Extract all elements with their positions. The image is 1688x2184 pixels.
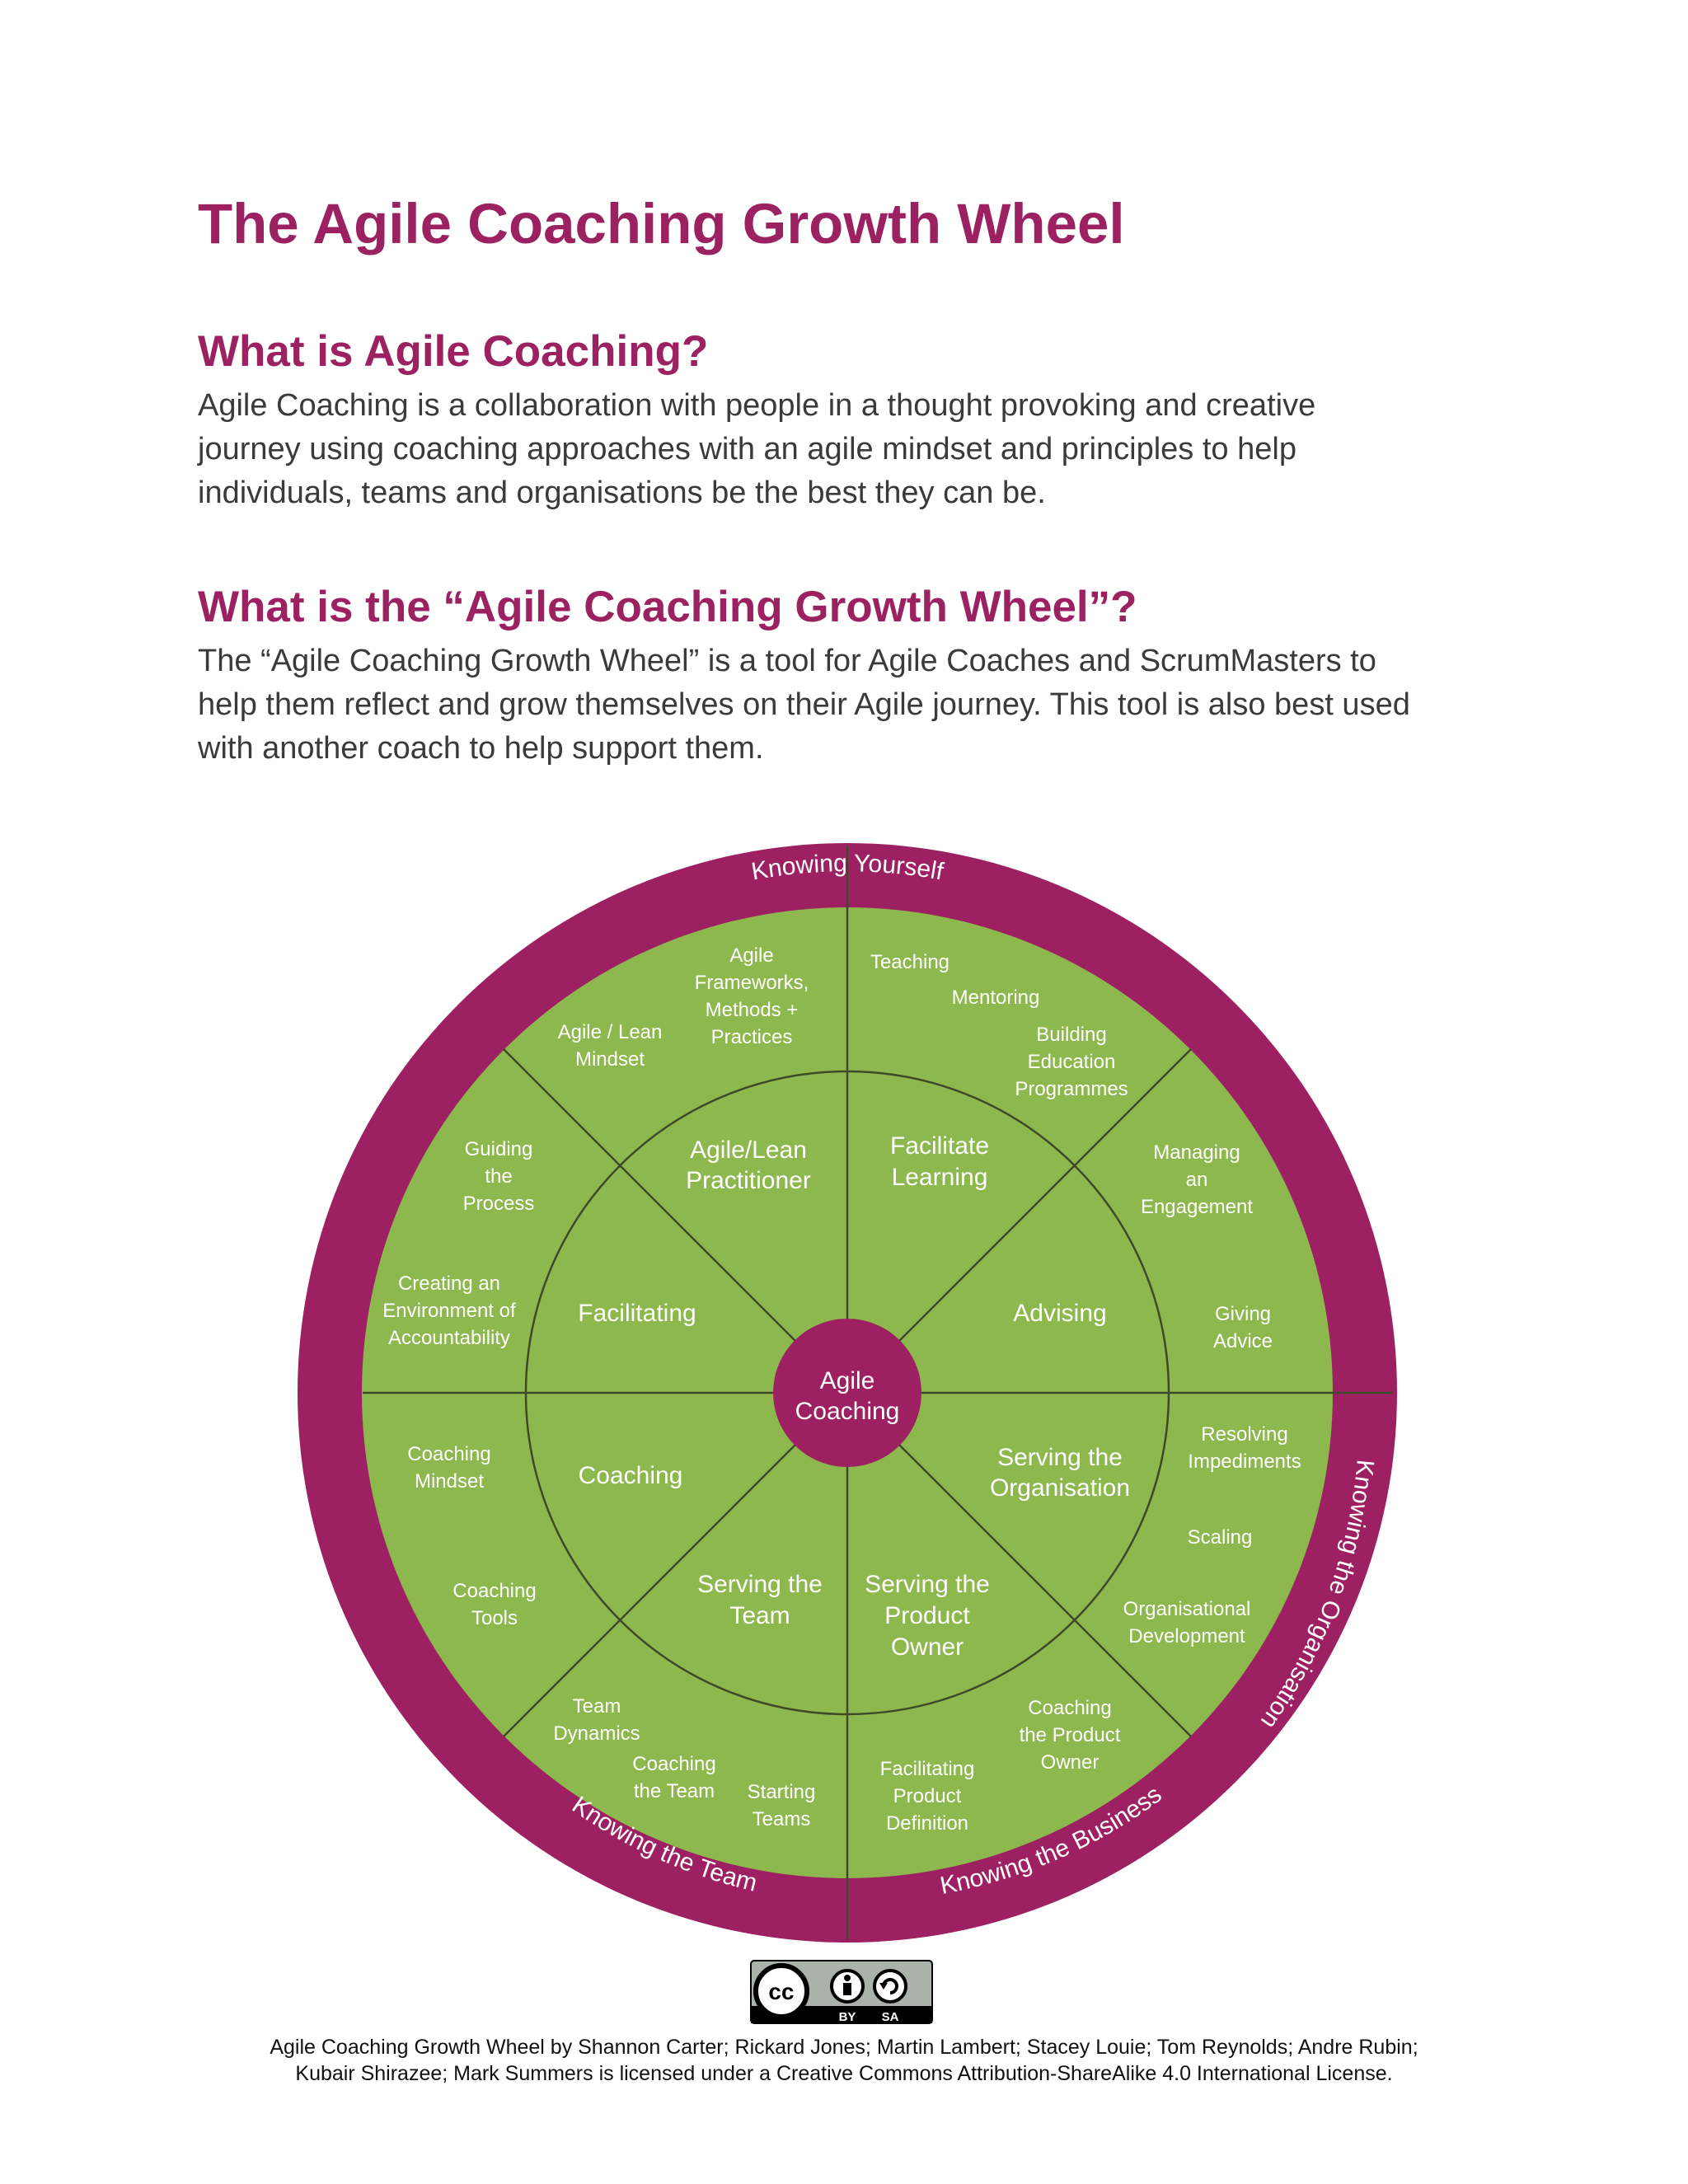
paragraph-line: help them reflect and grow themselves on… <box>198 687 1410 722</box>
paragraph-line: The “Agile Coaching Growth Wheel” is a t… <box>198 644 1376 678</box>
footer-line: Kubair Shirazee; Mark Summers is license… <box>295 2062 1393 2085</box>
mid-label-advising: Advising <box>1013 1300 1106 1327</box>
section-heading-what-is-agile-coaching: What is Agile Coaching? <box>198 327 709 376</box>
outer-label-agile-frameworks-2: Frameworks, <box>695 972 809 994</box>
outer-label-building-education-3: Programmes <box>1015 1078 1128 1100</box>
outer-label-creating-environment-3: Accountability <box>388 1327 510 1349</box>
license-footer: Agile Coaching Growth Wheel by Shannon C… <box>165 2034 1523 2087</box>
outer-label-agile-frameworks-4: Practices <box>711 1026 793 1048</box>
by-label: BY <box>839 2010 856 2024</box>
outer-label-giving-advice-1: Giving <box>1215 1303 1271 1325</box>
outer-label-agile-lean-mindset-1: Agile / Lean <box>558 1021 663 1043</box>
outer-label-scaling: Scaling <box>1188 1526 1253 1549</box>
outer-label-organisational-development-2: Development <box>1128 1625 1245 1647</box>
middle-labels: Agile/Lean Practitioner Facilitate Learn… <box>578 1132 1130 1661</box>
section-paragraph-growth-wheel: The “Agile Coaching Growth Wheel” is a t… <box>198 640 1550 771</box>
section-heading-what-is-growth-wheel: What is the “Agile Coaching Growth Wheel… <box>198 583 1137 631</box>
outer-label-agile-frameworks-1: Agile <box>729 944 773 967</box>
outer-label-guiding-process-3: Process <box>463 1193 535 1215</box>
outer-label-coaching-the-team-1: Coaching <box>632 1753 715 1775</box>
outer-label-building-education-2: Education <box>1028 1051 1116 1073</box>
center-hub <box>773 1319 921 1467</box>
mid-label-serving-organisation-1: Serving the <box>997 1444 1123 1471</box>
outer-label-managing-engagement-2: an <box>1186 1169 1208 1191</box>
outer-label-starting-teams-2: Teams <box>753 1808 811 1830</box>
outer-label-building-education-1: Building <box>1036 1024 1106 1046</box>
outer-label-coaching-tools-1: Coaching <box>452 1580 536 1602</box>
outer-label-managing-engagement-1: Managing <box>1153 1141 1240 1164</box>
cc-icon-text: cc <box>768 1979 794 2004</box>
outer-label-team-dynamics-1: Team <box>573 1695 621 1718</box>
outer-label-coaching-product-owner-1: Coaching <box>1028 1697 1111 1719</box>
outer-label-starting-teams-1: Starting <box>748 1781 816 1803</box>
mid-label-agile-lean-practitioner-1: Agile/Lean <box>690 1137 807 1164</box>
mid-label-serving-organisation-2: Organisation <box>990 1474 1130 1502</box>
cc-icon <box>753 1963 809 2019</box>
mid-label-facilitate-learning-1: Facilitate <box>890 1132 989 1160</box>
mid-label-facilitate-learning-2: Learning <box>892 1164 988 1191</box>
outer-label-giving-advice-2: Advice <box>1213 1330 1273 1352</box>
outer-label-guiding-process-1: Guiding <box>465 1138 533 1160</box>
sa-label: SA <box>882 2010 899 2024</box>
paragraph-line: individuals, teams and organisations be … <box>198 476 1046 510</box>
outer-label-coaching-the-team-2: the Team <box>634 1780 715 1802</box>
outer-label-resolving-impediments-1: Resolving <box>1201 1423 1287 1446</box>
outer-label-mentoring: Mentoring <box>952 987 1040 1009</box>
mid-label-serving-team-1: Serving the <box>697 1571 823 1598</box>
outer-label-creating-environment-2: Environment of <box>382 1300 516 1322</box>
mid-label-serving-product-owner-2: Product <box>884 1602 970 1629</box>
outer-label-facilitating-product-definition-3: Definition <box>886 1812 968 1835</box>
outer-label-facilitating-product-definition-2: Product <box>893 1785 962 1807</box>
paragraph-line: journey using coaching approaches with a… <box>198 432 1296 466</box>
footer-line: Agile Coaching Growth Wheel by Shannon C… <box>270 2036 1418 2059</box>
outer-label-facilitating-product-definition-1: Facilitating <box>880 1758 975 1780</box>
mid-label-serving-product-owner-3: Owner <box>891 1633 964 1661</box>
page-title: The Agile Coaching Growth Wheel <box>198 192 1125 255</box>
outer-label-coaching-mindset-1: Coaching <box>407 1443 490 1465</box>
outer-label-coaching-tools-2: Tools <box>471 1607 518 1629</box>
outer-label-coaching-product-owner-3: Owner <box>1041 1751 1100 1774</box>
outer-label-agile-lean-mindset-2: Mindset <box>575 1048 645 1071</box>
outer-label-managing-engagement-3: Engagement <box>1141 1196 1253 1218</box>
outer-labels: Agile Frameworks, Methods + Practices Ag… <box>382 944 1301 1835</box>
outer-label-resolving-impediments-2: Impediments <box>1188 1451 1301 1473</box>
section-paragraph-agile-coaching: Agile Coaching is a collaboration with p… <box>198 384 1550 515</box>
mid-label-coaching: Coaching <box>579 1462 683 1489</box>
mid-label-serving-team-2: Team <box>729 1602 790 1629</box>
paragraph-line: with another coach to help support them. <box>198 731 764 766</box>
mid-label-agile-lean-practitioner-2: Practitioner <box>686 1167 811 1194</box>
cc-by-sa-license-badge[interactable]: cc BY SA <box>750 1960 933 2024</box>
outer-label-organisational-development-1: Organisational <box>1123 1598 1251 1620</box>
mid-label-serving-product-owner-1: Serving the <box>865 1571 990 1598</box>
spoke-lines <box>363 846 1393 1939</box>
mid-label-facilitating: Facilitating <box>578 1300 696 1327</box>
outer-label-coaching-mindset-2: Mindset <box>415 1470 484 1493</box>
outer-label-team-dynamics-2: Dynamics <box>553 1722 640 1745</box>
outer-label-agile-frameworks-3: Methods + <box>706 999 799 1021</box>
outer-label-teaching: Teaching <box>870 951 950 973</box>
outer-label-coaching-product-owner-2: the Product <box>1020 1724 1121 1746</box>
share-alike-icon <box>873 1969 907 2004</box>
center-label-line1: Agile <box>820 1367 875 1394</box>
outer-label-guiding-process-2: the <box>485 1165 512 1188</box>
outer-label-creating-environment-1: Creating an <box>398 1272 500 1295</box>
center-label-line2: Coaching <box>795 1398 900 1425</box>
paragraph-line: Agile Coaching is a collaboration with p… <box>198 388 1316 423</box>
